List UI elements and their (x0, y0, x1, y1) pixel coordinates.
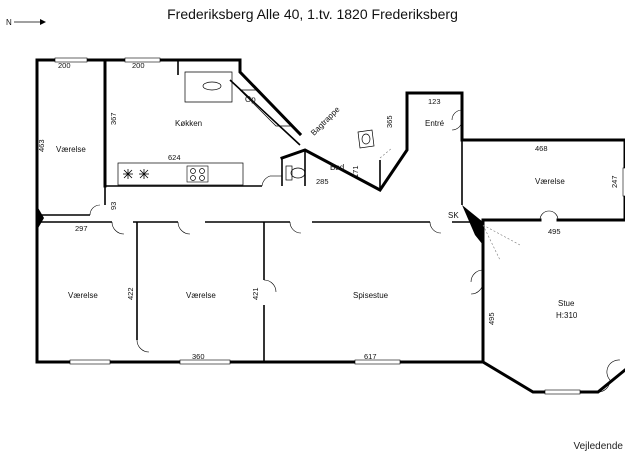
dim-200-b: 200 (132, 61, 145, 70)
room-label-spisestue: Spisestue (353, 291, 389, 300)
footer-note: Vejledende (573, 441, 624, 452)
dim-421: 421 (251, 287, 260, 300)
dim-463: 463 (37, 139, 46, 152)
wall-corner-right (462, 205, 483, 245)
sink-icon (184, 71, 233, 103)
room-label-op: Op (245, 95, 256, 104)
kitchen-counter (117, 162, 244, 186)
dim-624: 624 (168, 153, 181, 162)
bath-sink-icon (357, 129, 375, 149)
dim-422: 422 (126, 287, 135, 300)
burner-star-icon (123, 169, 149, 179)
room-label-vaerelse-bottom-left: Værelse (68, 291, 98, 300)
outer-walls (35, 58, 625, 394)
dim-123: 123 (428, 97, 441, 106)
doors (89, 109, 621, 393)
inner-walls (37, 60, 484, 362)
room-height-stue: H:310 (556, 311, 578, 320)
dim-617: 617 (364, 352, 377, 361)
dim-367: 367 (109, 112, 118, 125)
plan-title: Frederiksberg Alle 40, 1.tv. 1820 Freder… (167, 6, 458, 22)
dim-200-a: 200 (58, 61, 71, 70)
room-label-vaerelse-bottom-mid: Værelse (186, 291, 216, 300)
dim-93: 93 (109, 202, 118, 210)
dim-495-a: 495 (548, 227, 561, 236)
room-label-stue: Stue (558, 299, 575, 308)
wall-corner-left (37, 206, 44, 230)
dim-285: 285 (316, 177, 329, 186)
north-arrow-icon: N (6, 18, 46, 27)
room-label-vaerelse-right: Værelse (535, 177, 565, 186)
dim-247: 247 (610, 175, 619, 188)
dim-360: 360 (192, 352, 205, 361)
compass-label: N (6, 18, 12, 27)
room-label-entre: Entré (425, 119, 445, 128)
windows (54, 57, 625, 395)
dim-365: 365 (385, 115, 394, 128)
stove-icon (186, 165, 209, 183)
room-label-kokken: Køkken (175, 119, 202, 128)
room-label-sk: SK (448, 211, 459, 220)
toilet-icon (285, 165, 306, 181)
stair-landing (239, 89, 293, 127)
dim-171: 171 (351, 165, 360, 178)
dim-297: 297 (75, 224, 88, 233)
dim-495-b: 495 (487, 312, 496, 325)
room-label-vaerelse-top-left: Værelse (56, 145, 86, 154)
room-label-bagtrappe: Bagtrappe (309, 105, 342, 138)
room-label-bad: Bad (330, 163, 344, 172)
dim-468: 468 (535, 144, 548, 153)
